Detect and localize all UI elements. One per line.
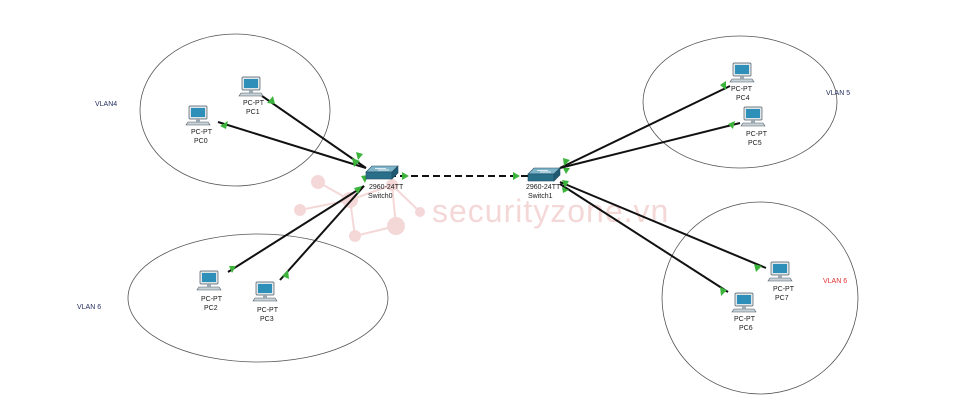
vlan-label-right-top: VLAN 5 xyxy=(826,90,850,97)
pc-type-label: PC-PT xyxy=(773,286,795,293)
link-up-indicator-icon xyxy=(720,287,727,296)
link-up-indicator-icon xyxy=(354,186,362,194)
link-status-indicators xyxy=(220,81,762,296)
pc3[interactable]: PC-PT PC3 xyxy=(252,281,279,323)
vlan-right-top-ellipse xyxy=(642,35,838,169)
pc-name-label: PC3 xyxy=(260,316,274,323)
link-pc6-switch1[interactable] xyxy=(559,183,729,293)
switch-model-label: 2960-24TT xyxy=(369,184,404,191)
pc4[interactable]: PC-PT PC4 xyxy=(729,62,755,102)
vlan-label-right-bottom: VLAN 6 xyxy=(823,278,847,285)
watermark: securityzone.vn xyxy=(294,175,668,242)
pc-icon xyxy=(729,62,755,83)
vlan-left-top-ellipse xyxy=(139,33,331,187)
pc6[interactable]: PC-PT PC6 xyxy=(731,292,757,332)
link-up-indicator-icon xyxy=(562,187,569,193)
link-pc1-switch0[interactable] xyxy=(261,95,367,169)
pc-type-label: PC-PT xyxy=(257,307,279,314)
switch-icon xyxy=(527,167,561,182)
pc-name-label: PC0 xyxy=(194,138,208,145)
link-up-indicator-icon xyxy=(220,121,228,129)
pc2[interactable]: PC-PT PC2 xyxy=(196,270,223,312)
pc-type-label: PC-PT xyxy=(746,131,768,138)
pc-icon xyxy=(767,261,793,282)
switch-name-label: Switch1 xyxy=(528,193,553,200)
switch-name-label: Switch0 xyxy=(368,193,393,200)
pc-type-label: PC-PT xyxy=(734,316,756,323)
link-up-indicator-icon xyxy=(563,158,570,166)
pc-type-label: PC-PT xyxy=(191,129,213,136)
pc-icon xyxy=(731,292,757,313)
pc-name-label: PC4 xyxy=(736,95,750,102)
link-pc2-switch0[interactable] xyxy=(227,185,365,273)
pc1[interactable]: PC-PT PC1 xyxy=(238,76,265,116)
link-up-indicator-icon xyxy=(513,172,520,180)
switch-model-label: 2960-24TT xyxy=(526,184,561,191)
switch-icon xyxy=(365,165,399,180)
pc-name-label: PC6 xyxy=(739,325,753,332)
vlan-label-left-bottom: VLAN 6 xyxy=(77,304,101,311)
link-up-indicator-icon xyxy=(229,266,236,273)
pc5[interactable]: PC-PT PC5 xyxy=(740,106,768,147)
link-up-indicator-icon xyxy=(267,96,275,104)
link-pc4-switch1[interactable] xyxy=(559,85,731,169)
link-pc7-switch1[interactable] xyxy=(559,181,767,269)
link-pc0-switch0[interactable] xyxy=(217,121,367,169)
vlan-left-bottom-ellipse xyxy=(127,233,389,363)
link-up-indicator-icon xyxy=(282,270,289,279)
link-up-indicator-icon xyxy=(356,152,363,160)
pc-icon xyxy=(196,270,222,291)
link-up-indicator-icon xyxy=(563,168,570,174)
link-up-indicator-icon xyxy=(754,264,762,272)
pc-name-label: PC7 xyxy=(775,295,789,302)
pc-name-label: PC5 xyxy=(748,140,762,147)
link-pc3-switch0[interactable] xyxy=(279,185,365,281)
pc-type-label: PC-PT xyxy=(243,100,265,107)
pc7[interactable]: PC-PT PC7 xyxy=(767,261,795,302)
vlan-label-left-top: VLAN4 xyxy=(95,101,117,108)
switch1[interactable]: 2960-24TT Switch1 xyxy=(526,167,561,200)
link-up-indicator-icon xyxy=(402,172,409,180)
vlan-right-bottom-ellipse xyxy=(661,201,859,395)
pc-name-label: PC2 xyxy=(204,305,218,312)
watermark-logo-icon xyxy=(294,175,425,242)
link-up-indicator-icon xyxy=(728,121,735,129)
pc-icon xyxy=(252,281,278,302)
pc-name-label: PC1 xyxy=(246,109,260,116)
pc0[interactable]: PC-PT PC0 xyxy=(185,105,213,145)
links xyxy=(217,85,767,293)
pc-type-label: PC-PT xyxy=(201,296,223,303)
link-up-indicator-icon xyxy=(720,81,726,90)
pc-icon xyxy=(185,105,211,126)
pc-type-label: PC-PT xyxy=(731,86,753,93)
link-up-indicator-icon xyxy=(562,180,569,188)
link-up-indicator-icon xyxy=(352,158,360,167)
switch0[interactable]: 2960-24TT Switch0 xyxy=(365,165,404,200)
link-pc5-switch1[interactable] xyxy=(559,122,741,169)
pc-icon xyxy=(740,106,766,127)
pc-icon xyxy=(238,76,264,97)
